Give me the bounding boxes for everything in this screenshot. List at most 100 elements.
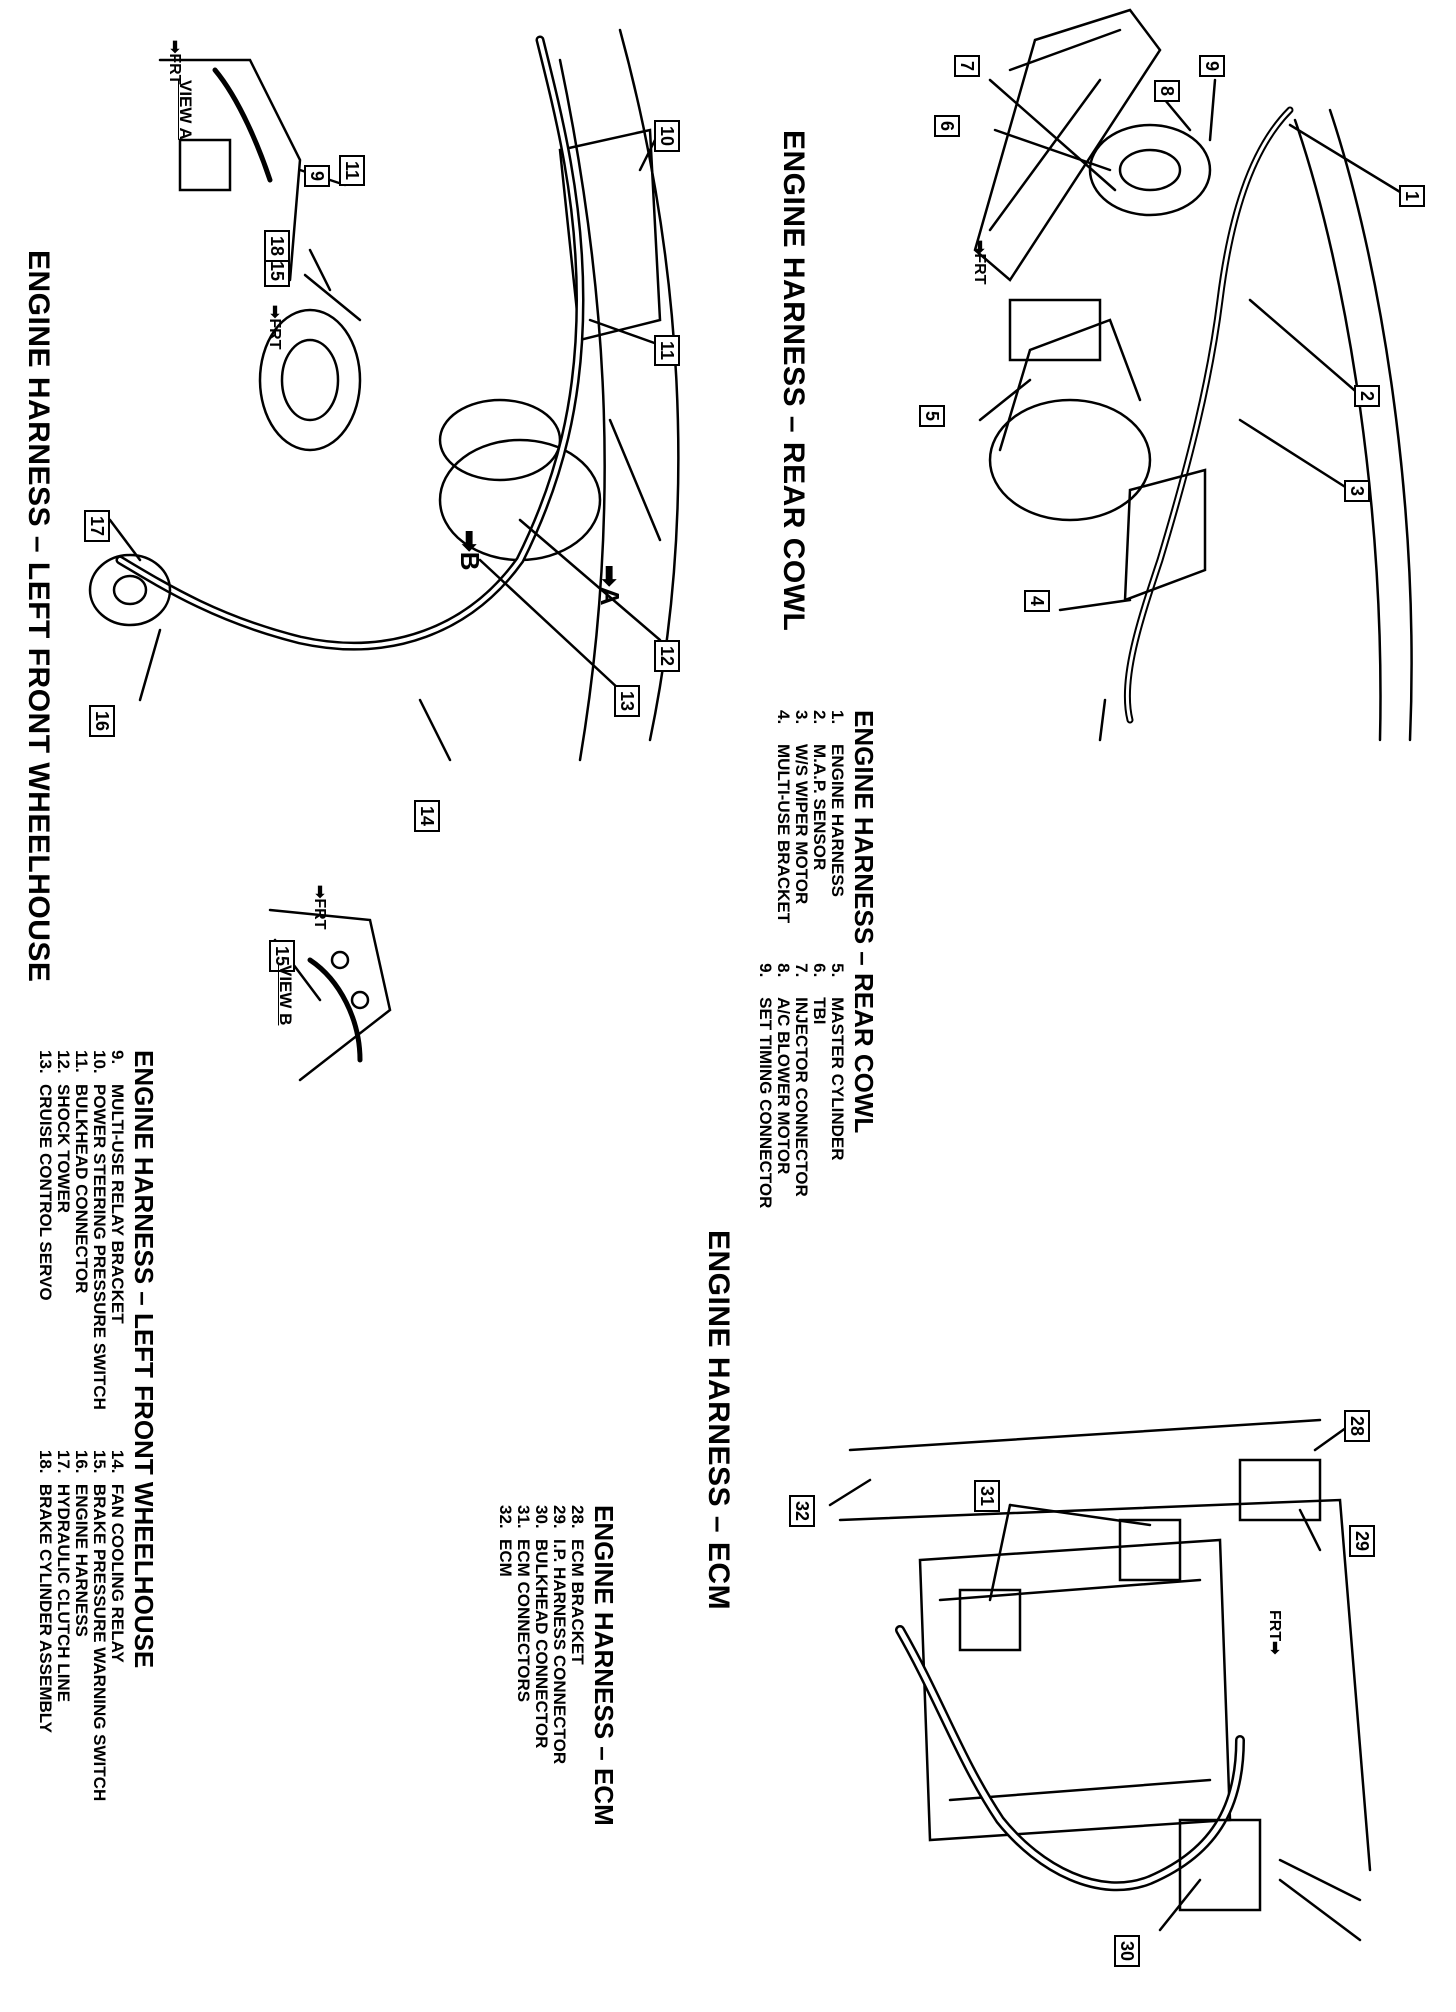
callout-left-front-11: 11 xyxy=(339,155,365,187)
legend-rear-cowl-item-number: 7. xyxy=(792,963,811,978)
title-left-front-wheelhouse: ENGINE HARNESS – LEFT FRONT WHEELHOUSE xyxy=(22,250,55,983)
legend-ecm-items: 28. ECM BRACKET 29. I.P. HARNESS CONNECTOR 3… xyxy=(496,1505,587,1826)
callout-left-front-9: 9 xyxy=(304,165,330,188)
legend-rear-cowl-item: 1. ENGINE HARNESS xyxy=(828,710,847,923)
callout-left-front-13: 13 xyxy=(614,685,640,718)
legend-rear-cowl-heading: ENGINE HARNESS – REAR COWL xyxy=(849,710,879,1134)
callout-rear-cowl-5: 5 xyxy=(919,405,945,428)
callout-left-front-17: 17 xyxy=(84,510,110,543)
legend-left-front-item: 18.BRAKE CYLINDER ASSEMBLY xyxy=(36,1450,55,1801)
rear-cowl-drawing xyxy=(973,8,1413,742)
legend-rear-cowl-item: 5. MASTER CYLINDER xyxy=(828,963,847,1208)
callout-rear-cowl-6: 6 xyxy=(934,115,960,138)
legend-left-front-item-number: 11. xyxy=(72,1050,91,1073)
ecm-drawing xyxy=(828,1418,1372,1942)
legend-ecm-item: 31. ECM CONNECTORS xyxy=(514,1505,533,1826)
legend-ecm-item-label: ECM xyxy=(496,1539,515,1577)
legend-rear-cowl-item-label: MASTER CYLINDER xyxy=(828,997,847,1161)
legend-ecm-item-number: 28. xyxy=(568,1505,587,1529)
legend-left-front-item-label: CRUISE CONTROL SERVO xyxy=(36,1084,55,1301)
callout-rear-cowl-3: 3 xyxy=(1344,480,1370,503)
legend-left-front-item: 9. MULTI-USE RELAY BRACKET xyxy=(108,1050,127,1410)
legend-left-front-item: 11. BULKHEAD CONNECTOR xyxy=(72,1050,91,1410)
frt-arrow-left-front: ➡FRT xyxy=(266,305,283,350)
view-arrow-b: ➡B xyxy=(455,530,485,571)
legend-left-front-item-number: 16. xyxy=(72,1449,91,1474)
legend-rear-cowl-item-number: 1. xyxy=(828,710,847,725)
callout-ecm-29: 29 xyxy=(1349,1525,1375,1558)
legend-rear-cowl-item: 7. INJECTOR CONNECTOR xyxy=(792,963,811,1208)
legend-rear-cowl-item: 4. MULTI-USE BRACKET xyxy=(774,710,793,924)
legend-left-front-item-label: FAN COOLING RELAY xyxy=(108,1483,127,1663)
frt-arrow-view-a: ➡FRT xyxy=(166,40,183,85)
legend-ecm-heading: ENGINE HARNESS – ECM xyxy=(589,1505,619,1826)
legend-ecm-item-label: BULKHEAD CONNECTOR xyxy=(532,1539,551,1749)
legend-left-front-item-label: BRAKE PRESSURE WARNING SWITCH xyxy=(90,1483,109,1802)
legend-ecm-item: 29. I.P. HARNESS CONNECTOR xyxy=(550,1505,569,1826)
legend-left-front-item-label: MULTI-USE RELAY BRACKET xyxy=(108,1084,127,1324)
legend-left-front-item-number: 10. xyxy=(90,1050,109,1074)
legend-left-front-item-label: BRAKE CYLINDER ASSEMBLY xyxy=(36,1483,55,1733)
legend-ecm-item-number: 32. xyxy=(496,1505,515,1529)
legend-rear-cowl-item-number: 3. xyxy=(792,710,811,725)
legend-left-front-item: 12. SHOCK TOWER xyxy=(54,1050,73,1410)
legend-ecm-item-label: ECM CONNECTORS xyxy=(514,1539,533,1703)
legend-rear-cowl-item: 3.W/S WIPER MOTOR xyxy=(792,710,811,923)
legend-left-front-item-number: 15. xyxy=(90,1449,109,1474)
title-ecm: ENGINE HARNESS – ECM xyxy=(702,1230,735,1611)
legend-rear-cowl-item-number: 4. xyxy=(774,710,793,725)
legend-ecm-item-number: 31. xyxy=(514,1505,533,1529)
legend-left-front-item: 13.CRUISE CONTROL SERVO xyxy=(36,1050,55,1410)
legend-left-front-item: 17. HYDRAULIC CLUTCH LINE xyxy=(54,1449,73,1801)
legend-left-front: ENGINE HARNESS – LEFT FRONT WHEELHOUSE 9… xyxy=(36,1050,160,1841)
legend-rear-cowl-item-label: MULTI-USE BRACKET xyxy=(774,744,793,924)
legend-rear-cowl-item: 8.A/C BLOWER MOTOR xyxy=(774,963,793,1208)
callout-rear-cowl-4: 4 xyxy=(1024,590,1050,613)
legend-ecm-item-number: 30. xyxy=(532,1505,551,1529)
callout-ecm-30: 30 xyxy=(1114,1935,1140,1968)
callout-left-front-10: 10 xyxy=(654,120,680,153)
legend-left-front-item-number: 17. xyxy=(54,1449,73,1474)
legend-left-front-col1: 9. MULTI-USE RELAY BRACKET 10. POWER STEERI… xyxy=(36,1050,127,1410)
legend-left-front-heading: ENGINE HARNESS – LEFT FRONT WHEELHOUSE xyxy=(129,1050,159,1669)
left-front-wheelhouse-drawing xyxy=(88,28,680,1082)
legend-ecm-item-label: ECM BRACKET xyxy=(568,1539,587,1665)
legend-left-front-item: 14. FAN COOLING RELAY xyxy=(108,1449,127,1801)
legend-rear-cowl-item-number: 2. xyxy=(810,710,829,725)
callout-rear-cowl-1: 1 xyxy=(1399,185,1425,208)
legend-rear-cowl-item-label: ENGINE HARNESS xyxy=(828,744,847,898)
title-rear-cowl: ENGINE HARNESS – REAR COWL xyxy=(777,130,810,632)
legend-ecm-item-number: 29. xyxy=(550,1505,569,1529)
legend-left-front-item-number: 14. xyxy=(108,1449,127,1474)
view-a-label: VIEW A xyxy=(176,80,195,140)
callout-left-front-14: 14 xyxy=(414,800,440,833)
legend-rear-cowl-item-label: A/C BLOWER MOTOR xyxy=(774,997,793,1175)
callout-rear-cowl-9: 9 xyxy=(1199,55,1225,78)
legend-rear-cowl-item: 2.M.A.P. SENSOR xyxy=(810,710,829,923)
callout-ecm-32: 32 xyxy=(789,1495,815,1528)
legend-left-front-item-label: POWER STEERING PRESSURE SWITCH xyxy=(90,1084,109,1410)
legend-ecm-item: 32. ECM xyxy=(496,1505,515,1826)
legend-left-front-item: 16.ENGINE HARNESS xyxy=(72,1449,91,1801)
legend-left-front-item-number: 9. xyxy=(108,1050,127,1065)
frt-arrow-rear-cowl: ➡FRT xyxy=(971,240,988,285)
legend-rear-cowl-item-number: 6. xyxy=(810,963,829,978)
legend-rear-cowl: ENGINE HARNESS – REAR COWL 1. ENGINE HARN… xyxy=(756,710,880,1248)
legend-rear-cowl-item-label: INJECTOR CONNECTOR xyxy=(792,997,811,1197)
legend-rear-cowl-item-label: TBI xyxy=(810,997,829,1025)
frt-arrow-ecm: FRT➡ xyxy=(1266,1610,1283,1655)
callout-ecm-31: 31 xyxy=(974,1480,1000,1513)
callout-left-front-18: 18 xyxy=(264,230,290,263)
legend-left-front-item-label: HYDRAULIC CLUTCH LINE xyxy=(54,1483,73,1703)
callout-rear-cowl-2: 2 xyxy=(1354,385,1380,408)
callout-left-front-16: 16 xyxy=(89,705,115,738)
legend-rear-cowl-col2: 5. MASTER CYLINDER 6. TBI 7. INJECTOR CONNECT… xyxy=(756,963,847,1208)
view-arrow-a: ➡A xyxy=(595,565,625,606)
legend-left-front-item-label: SHOCK TOWER xyxy=(54,1084,73,1214)
legend-ecm-item-label: I.P. HARNESS CONNECTOR xyxy=(550,1539,569,1765)
legend-left-front-item-number: 12. xyxy=(54,1050,73,1074)
legend-left-front-item-label: BULKHEAD CONNECTOR xyxy=(72,1084,91,1294)
legend-rear-cowl-item-number: 5. xyxy=(828,963,847,978)
